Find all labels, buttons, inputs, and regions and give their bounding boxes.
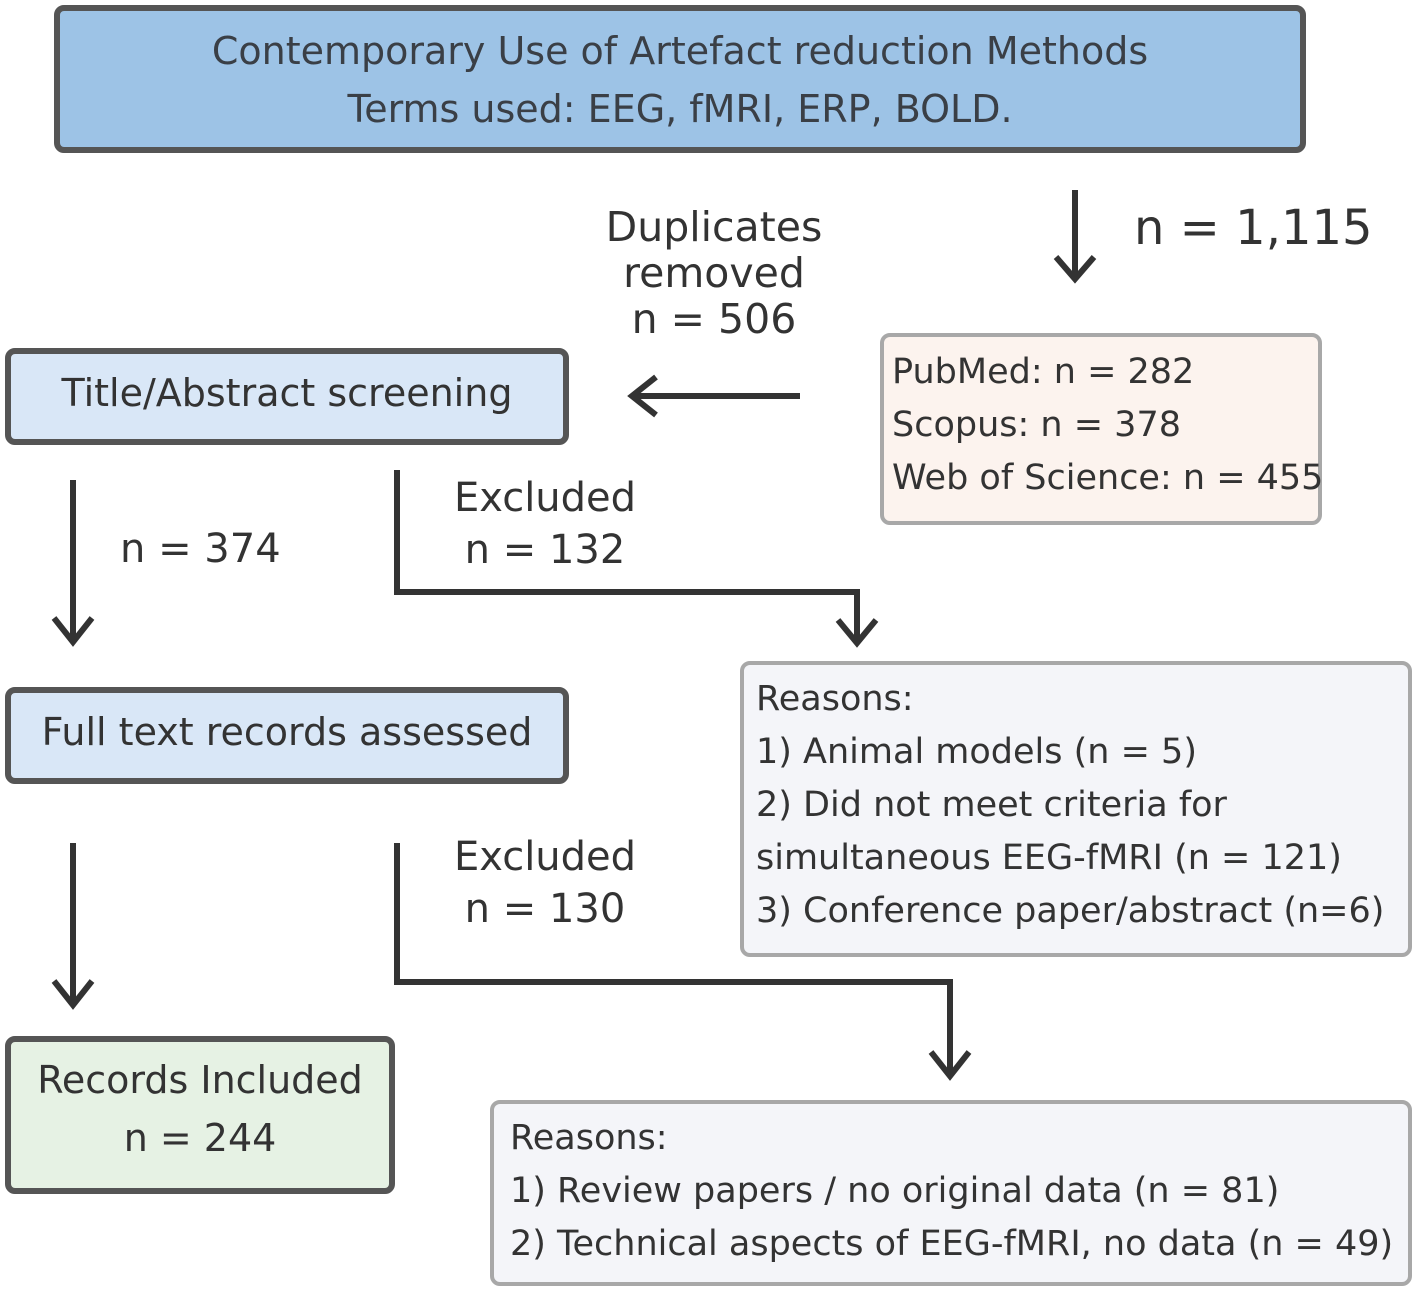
source-pubmed: PubMed: n = 282 — [892, 352, 1195, 392]
eligibility-reason-2: 2) Technical aspects of EEG-fMRI, no dat… — [510, 1224, 1394, 1264]
eligibility-label: Full text records assessed — [41, 710, 533, 754]
source-web-of-science: Web of Science: n = 455 — [892, 458, 1324, 498]
sources-box: PubMed: n = 282 Scopus: n = 378 Web of S… — [880, 333, 1324, 525]
eligibility-excluded-count: n = 130 — [464, 886, 626, 932]
screening-reason-2-cont: simultaneous EEG-fMRI (n = 121) — [756, 838, 1342, 878]
screening-excluded-count: n = 132 — [464, 527, 626, 573]
arrow-screening-to-fulltext — [51, 480, 95, 647]
screening-box: Title/Abstract screening — [5, 348, 569, 445]
identification-count: n = 1,115 — [1134, 200, 1373, 256]
included-count: n = 244 — [123, 1116, 277, 1160]
screening-excluded-label: Excluded n = 132 — [440, 472, 650, 576]
included-label: Records Included — [37, 1058, 363, 1102]
screening-reasons-box: Reasons: 1) Animal models (n = 5) 2) Did… — [740, 661, 1412, 957]
eligibility-excluded-title: Excluded — [453, 834, 637, 880]
included-box: Records Included n = 244 — [5, 1036, 395, 1194]
source-scopus: Scopus: n = 378 — [892, 405, 1181, 445]
header-title: Contemporary Use of Artefact reduction M… — [211, 29, 1149, 73]
header-terms: Terms used: EEG, fMRI, ERP, BOLD. — [347, 87, 1013, 131]
arrow-fulltext-excluded — [394, 843, 972, 1081]
screening-passed-count: n = 374 — [120, 526, 281, 572]
eligibility-excluded-label: Excluded n = 130 — [440, 831, 650, 935]
arrow-sources-to-screening — [627, 374, 800, 418]
screening-reason-3: 3) Conference paper/abstract (n=6) — [756, 891, 1385, 931]
duplicates-line-2: removed — [623, 249, 805, 297]
eligibility-reason-1: 1) Review papers / no original data (n =… — [510, 1171, 1280, 1211]
eligibility-reasons-box: Reasons: 1) Review papers / no original … — [490, 1100, 1412, 1286]
arrow-screening-excluded — [394, 470, 879, 648]
eligibility-box: Full text records assessed — [5, 687, 569, 784]
duplicates-count: n = 506 — [631, 295, 797, 343]
header-box: Contemporary Use of Artefact reduction M… — [54, 5, 1306, 153]
eligibility-reasons-heading: Reasons: — [510, 1118, 668, 1158]
screening-excluded-title: Excluded — [453, 475, 637, 521]
arrow-header-to-sources — [1053, 190, 1097, 284]
screening-reasons-heading: Reasons: — [756, 679, 914, 719]
screening-reason-1: 1) Animal models (n = 5) — [756, 732, 1197, 772]
screening-label: Title/Abstract screening — [61, 371, 513, 415]
duplicates-line-1: Duplicates — [605, 203, 823, 251]
duplicates-label: Duplicates removed n = 506 — [594, 204, 834, 342]
screening-reason-2: 2) Did not meet criteria for — [756, 785, 1227, 825]
arrow-fulltext-to-included — [51, 843, 95, 1010]
